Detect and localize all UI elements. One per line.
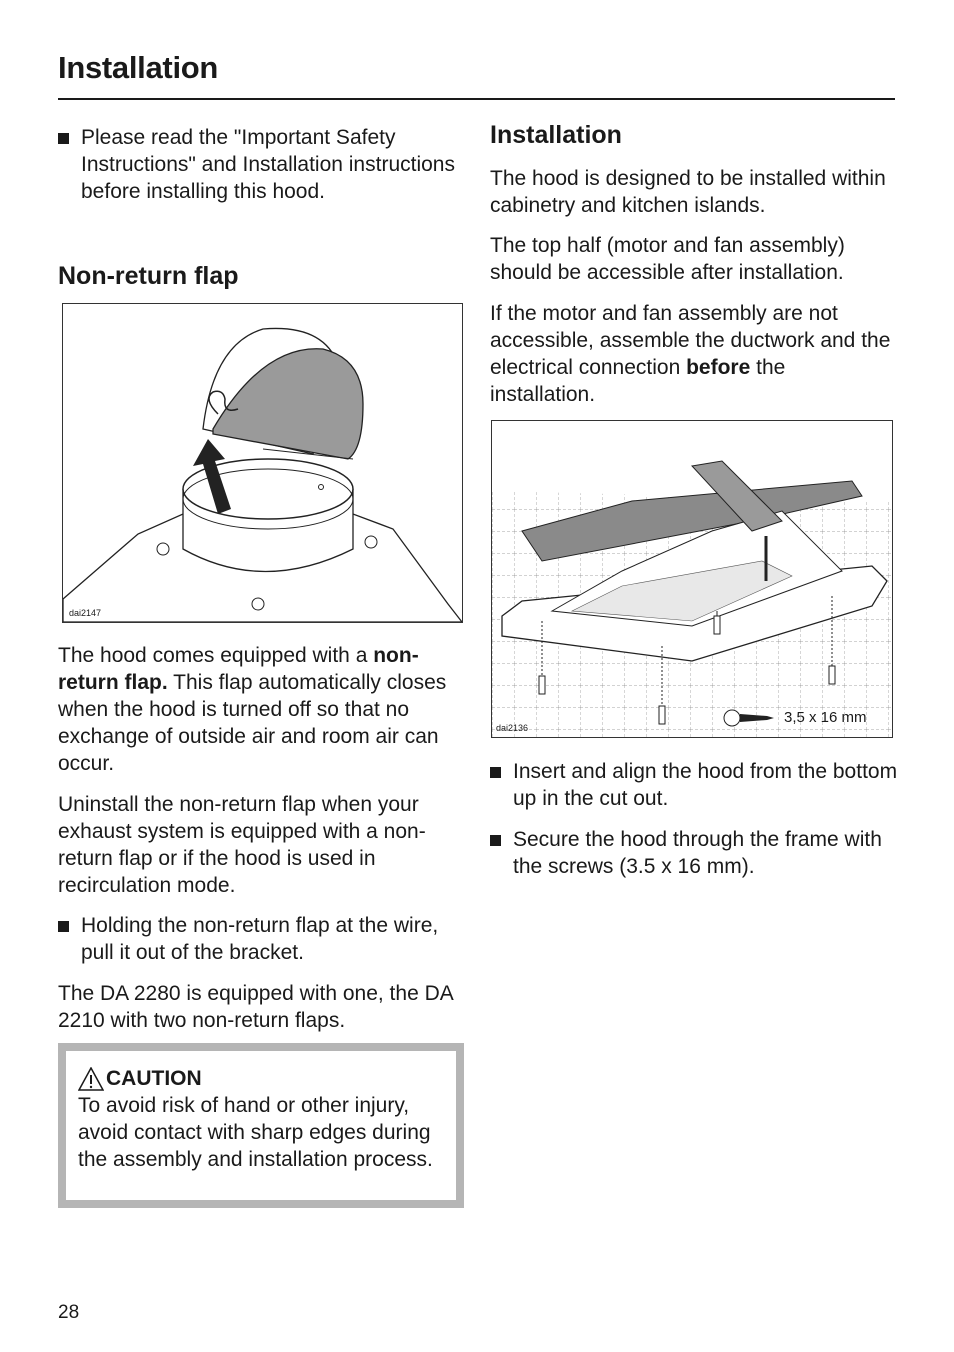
- bold-term: non-return flap.: [58, 644, 419, 694]
- non-return-flap-paragraph: The hood comes equipped with a non-retur…: [58, 642, 458, 777]
- text-segment: This flap automatically closes when the …: [58, 671, 447, 775]
- removal-bullet-text: Holding the non-return flap at the wire,…: [81, 914, 439, 964]
- insert-bullet-text: Insert and align the hood from the botto…: [513, 760, 898, 810]
- text-segment: the installation.: [490, 356, 786, 406]
- caution-box: CAUTION To avoid risk of hand or other i…: [58, 1043, 464, 1208]
- intro-bullet: Please read the "Important Safety Instru…: [58, 124, 471, 205]
- hood-installation-figure: dai2136 3,5 x 16 mm: [491, 420, 893, 738]
- bullet-square-icon: [490, 835, 501, 846]
- caution-heading: CAUTION: [78, 1065, 456, 1092]
- installation-paragraph-2: The top half (motor and fan assembly) sh…: [490, 234, 845, 284]
- caution-text: To avoid risk of hand or other injury, a…: [78, 1094, 433, 1171]
- bold-term: before: [686, 356, 751, 379]
- page-number: 28: [58, 1302, 80, 1323]
- text-segment: The hood comes equipped with a: [58, 644, 374, 667]
- bullet-square-icon: [58, 133, 69, 144]
- uninstall-paragraph: Uninstall the non-return flap when your …: [58, 793, 426, 897]
- figure-id: dai2147: [69, 608, 102, 618]
- intro-bullet-text: Please read the "Important Safety Instru…: [81, 126, 455, 203]
- non-return-flap-illustration: [62, 327, 464, 623]
- model-note-paragraph: The DA 2280 is equipped with one, the DA…: [58, 982, 453, 1032]
- section-title-installation: Installation: [490, 121, 622, 149]
- secure-bullet: Secure the hood through the frame with t…: [490, 826, 908, 880]
- installation-paragraph-1: The hood is designed to be installed wit…: [490, 167, 886, 217]
- non-return-flap-figure: dai2147: [62, 303, 464, 623]
- hood-installation-illustration: [492, 421, 892, 737]
- warning-triangle-icon: [78, 1066, 104, 1091]
- bullet-square-icon: [58, 921, 69, 932]
- removal-bullet: Holding the non-return flap at the wire,…: [58, 912, 471, 966]
- section-title-non-return-flap: Non-return flap: [58, 262, 239, 290]
- insert-bullet: Insert and align the hood from the botto…: [490, 758, 908, 812]
- screw-size-label: 3,5 x 16 mm: [784, 709, 867, 726]
- secure-bullet-text: Secure the hood through the frame with t…: [513, 828, 882, 878]
- title-rule: [58, 98, 895, 100]
- page-title: Installation: [58, 50, 219, 85]
- installation-paragraph-3: If the motor and fan assembly are not ac…: [490, 300, 895, 408]
- caution-title-text: CAUTION: [106, 1067, 202, 1090]
- figure-id: dai2136: [496, 723, 529, 733]
- text-segment: If the motor and fan assembly are not ac…: [490, 302, 891, 379]
- bullet-square-icon: [490, 767, 501, 778]
